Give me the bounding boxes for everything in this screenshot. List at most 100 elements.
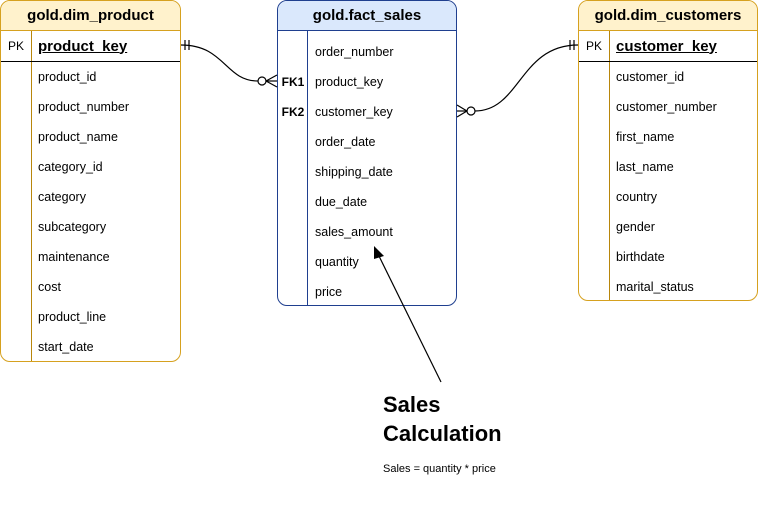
key-badge: [579, 182, 609, 212]
relationship-customer[interactable]: [456, 40, 579, 118]
table-row[interactable]: subcategory: [1, 212, 180, 242]
column-divider: [31, 31, 32, 361]
key-badge: [1, 302, 31, 332]
table-row[interactable]: due_date: [278, 187, 456, 217]
table-row[interactable]: price: [278, 277, 456, 305]
table-row[interactable]: customer_number: [579, 92, 757, 122]
column-name: price: [315, 285, 343, 299]
table-row-pk[interactable]: PK customer_key: [579, 31, 757, 62]
key-badge: [1, 272, 31, 302]
table-title: gold.dim_product: [1, 1, 180, 31]
zero-mark-icon: [257, 76, 267, 86]
key-badge: [579, 152, 609, 182]
table-row[interactable]: order_number: [278, 37, 456, 67]
table-row[interactable]: cost: [1, 272, 180, 302]
note-title-line1: Sales: [383, 392, 441, 417]
table-row[interactable]: product_name: [1, 122, 180, 152]
key-badge: [1, 242, 31, 272]
table-title: gold.fact_sales: [278, 1, 456, 31]
key-badge: [278, 247, 308, 277]
zero-mark-icon: [466, 106, 476, 116]
column-name: gender: [616, 220, 655, 234]
column-name: last_name: [616, 160, 674, 174]
table-row[interactable]: marital_status: [579, 272, 757, 300]
pk-badge: PK: [7, 39, 24, 53]
column-divider: [609, 31, 610, 300]
key-badge: [579, 92, 609, 122]
table-title: gold.dim_customers: [579, 1, 757, 31]
key-badge: [278, 187, 308, 217]
key-badge: [278, 37, 308, 67]
table-row[interactable]: shipping_date: [278, 157, 456, 187]
table-row[interactable]: product_number: [1, 92, 180, 122]
column-name: marital_status: [616, 280, 694, 294]
table-row[interactable]: order_date: [278, 127, 456, 157]
column-name: product_key: [38, 37, 128, 55]
key-badge: [278, 127, 308, 157]
note-title: Sales Calculation: [383, 390, 502, 448]
key-badge: [1, 62, 31, 92]
key-badge: [1, 122, 31, 152]
key-badge: [579, 62, 609, 92]
key-badge: [579, 122, 609, 152]
column-name: order_number: [315, 45, 394, 59]
table-row[interactable]: country: [579, 182, 757, 212]
table-dim-product[interactable]: gold.dim_product PK product_key product_…: [0, 0, 181, 362]
key-badge: [1, 212, 31, 242]
table-row-pk[interactable]: PK product_key: [1, 31, 180, 62]
key-badge: [1, 182, 31, 212]
column-name: order_date: [315, 135, 376, 149]
note-title-line2: Calculation: [383, 421, 502, 446]
column-name: birthdate: [616, 250, 665, 264]
column-name: product_name: [38, 130, 118, 144]
table-dim-customers[interactable]: gold.dim_customers PK customer_key custo…: [578, 0, 758, 301]
column-name: sales_amount: [315, 225, 393, 239]
column-name: customer_number: [616, 100, 717, 114]
table-row[interactable]: product_id: [1, 62, 180, 92]
crowfoot-icon: [265, 80, 278, 88]
column-name: shipping_date: [315, 165, 393, 179]
key-badge: [1, 92, 31, 122]
key-badge: [278, 277, 308, 305]
relationship-product[interactable]: [180, 40, 278, 88]
column-name: subcategory: [38, 220, 107, 234]
table-row[interactable]: customer_id: [579, 62, 757, 92]
column-name: cost: [38, 280, 61, 294]
table-row[interactable]: FK1 product_key: [278, 67, 456, 97]
column-name: maintenance: [38, 250, 110, 264]
table-row[interactable]: birthdate: [579, 242, 757, 272]
column-name: customer_key: [315, 105, 393, 119]
key-badge: FK1: [281, 75, 305, 89]
column-name: first_name: [616, 130, 675, 144]
table-row[interactable]: first_name: [579, 122, 757, 152]
key-badge: [579, 212, 609, 242]
key-badge: [579, 242, 609, 272]
column-name: start_date: [38, 340, 94, 354]
table-row[interactable]: quantity: [278, 247, 456, 277]
table-row[interactable]: last_name: [579, 152, 757, 182]
table-row[interactable]: category_id: [1, 152, 180, 182]
note-formula: Sales = quantity * price: [383, 463, 496, 475]
crowfoot-icon: [265, 74, 278, 82]
key-badge: [278, 217, 308, 247]
table-row[interactable]: category: [1, 182, 180, 212]
table-row[interactable]: gender: [579, 212, 757, 242]
crowfoot-icon: [456, 110, 468, 118]
table-row[interactable]: start_date: [1, 332, 180, 361]
column-name: product_key: [315, 75, 384, 89]
table-row[interactable]: product_line: [1, 302, 180, 332]
key-badge: [1, 152, 31, 182]
column-name: category: [38, 190, 86, 204]
crowfoot-icon: [456, 104, 468, 112]
column-name: country: [616, 190, 657, 204]
table-row[interactable]: maintenance: [1, 242, 180, 272]
table-row[interactable]: sales_amount: [278, 217, 456, 247]
column-name: product_id: [38, 70, 97, 84]
column-name: product_line: [38, 310, 107, 324]
column-name: category_id: [38, 160, 103, 174]
key-badge: [278, 157, 308, 187]
column-divider: [307, 31, 308, 305]
column-name: due_date: [315, 195, 368, 209]
